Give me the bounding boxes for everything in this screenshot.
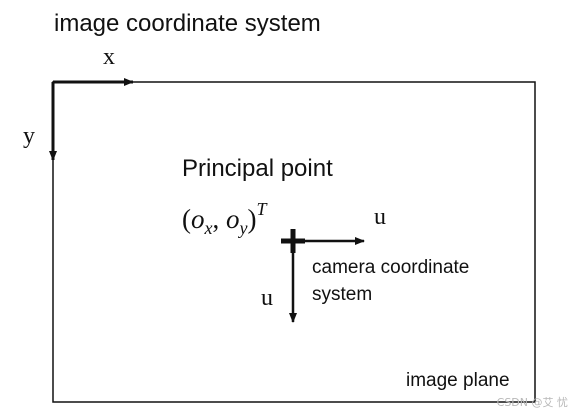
diagram-title: image coordinate system bbox=[54, 10, 321, 37]
coord-sub-y: y bbox=[238, 218, 248, 238]
coord-superscript-t: T bbox=[257, 199, 269, 219]
camera-horizontal-axis-label: u bbox=[374, 204, 386, 230]
coord-comma: , bbox=[213, 204, 227, 234]
image-plane-frame bbox=[52, 81, 536, 403]
watermark-text: CSDN @艾 忧 bbox=[496, 396, 568, 409]
camera-system-caption-line1: camera coordinate bbox=[312, 257, 469, 278]
image-y-axis-label: y bbox=[23, 123, 35, 149]
coord-open-paren: ( bbox=[182, 204, 191, 234]
coord-sub-x: x bbox=[204, 218, 213, 238]
principal-point-coordinates: (ox, oy)T bbox=[182, 199, 269, 238]
coord-close-paren: ) bbox=[248, 204, 257, 234]
camera-vertical-axis-label: u bbox=[261, 285, 273, 311]
image-plane-label: image plane bbox=[406, 370, 510, 391]
principal-point-label: Principal point bbox=[182, 155, 333, 182]
coord-o-x: o bbox=[191, 204, 205, 234]
camera-system-caption-line2: system bbox=[312, 284, 372, 305]
image-x-axis-label: x bbox=[103, 44, 115, 70]
coord-o-y: o bbox=[226, 204, 240, 234]
